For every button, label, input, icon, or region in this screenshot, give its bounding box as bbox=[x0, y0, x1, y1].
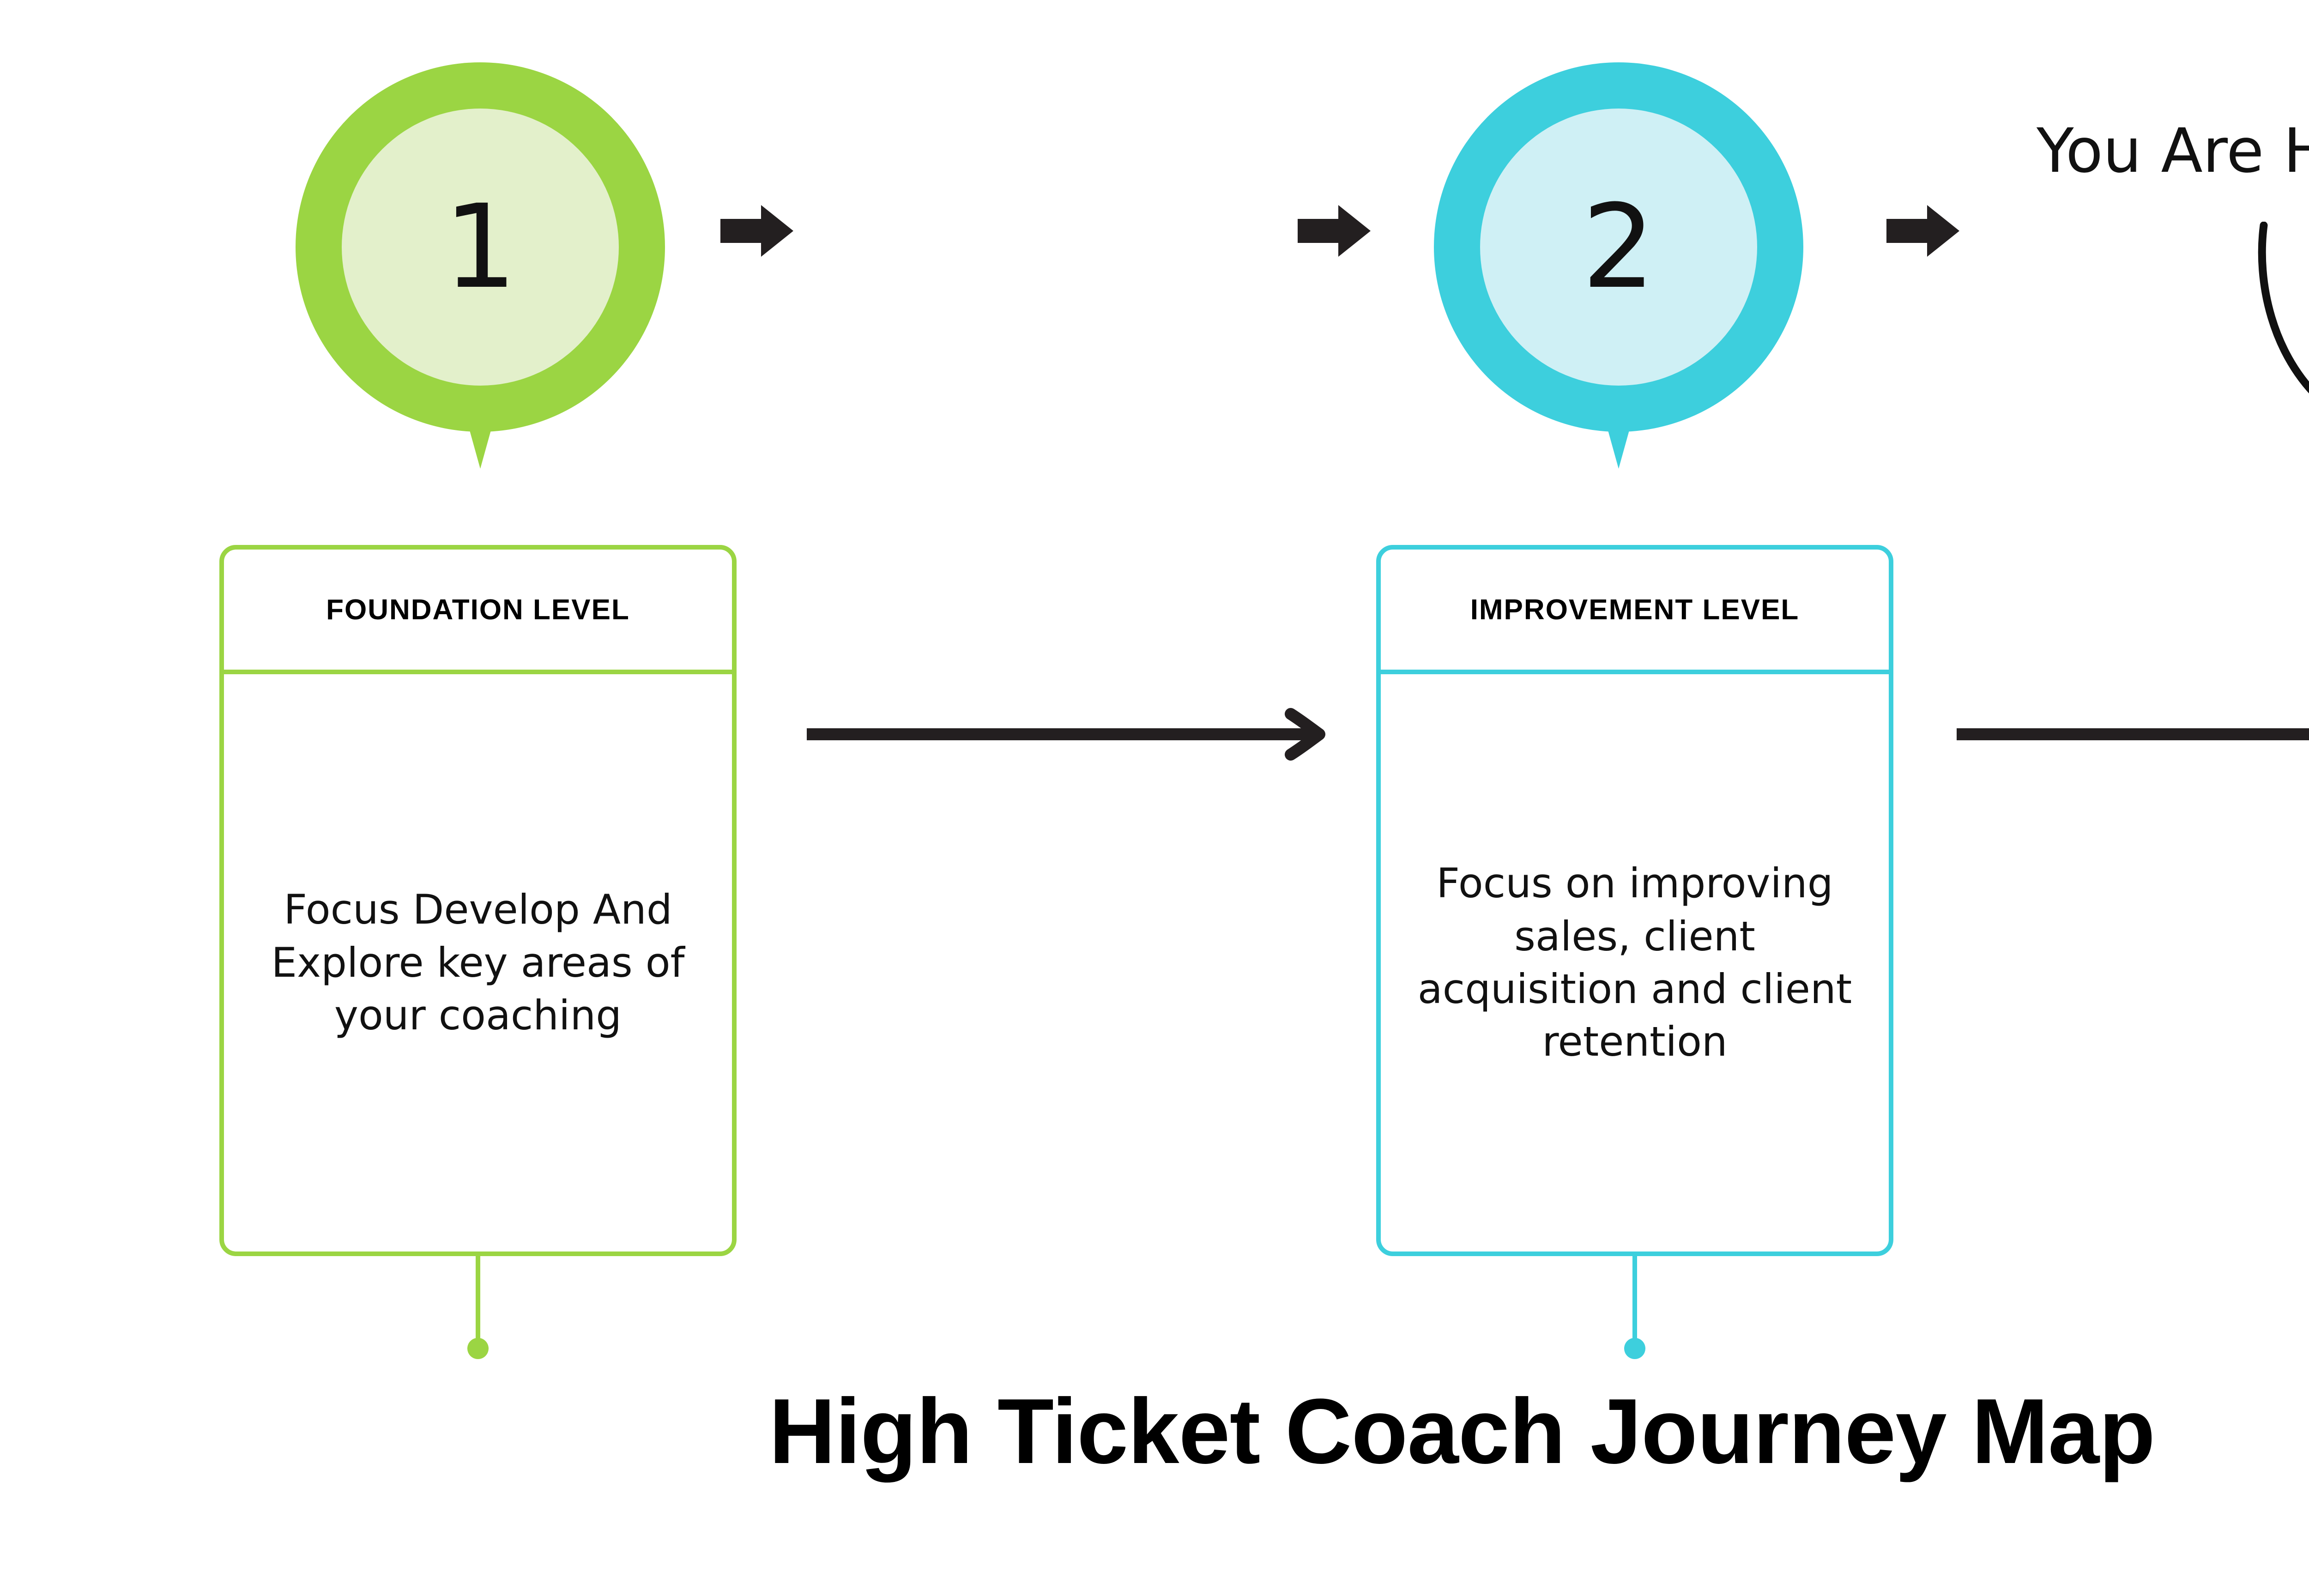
level-card-body-2: Focus on improving sales, client acquisi… bbox=[1381, 674, 1889, 1251]
card-stem-dot-2 bbox=[1624, 1338, 1645, 1359]
level-card-header-1: FOUNDATION LEVEL bbox=[224, 550, 732, 674]
step-marker-inner-circle-2: 2 bbox=[1480, 109, 1757, 386]
step-marker-1[interactable]: 1 bbox=[296, 62, 665, 469]
step-marker-tail-1 bbox=[457, 386, 503, 469]
card-connector-arrow-2 bbox=[1956, 707, 2309, 762]
step-marker-inner-circle-1: 1 bbox=[342, 109, 619, 386]
pin-connector-arrow-2 bbox=[1298, 203, 1372, 259]
level-card-1[interactable]: FOUNDATION LEVEL Focus Develop And Explo… bbox=[219, 545, 737, 1256]
level-card-description-1: Focus Develop And Explore key areas of y… bbox=[271, 886, 685, 1040]
level-card-description-2: Focus on improving sales, client acquisi… bbox=[1417, 859, 1852, 1066]
step-marker-2[interactable]: 2 bbox=[1434, 62, 1803, 469]
level-card-header-2: IMPROVEMENT LEVEL bbox=[1381, 550, 1889, 674]
step-number-2: 2 bbox=[1582, 180, 1656, 314]
level-card-body-1: Focus Develop And Explore key areas of y… bbox=[224, 674, 732, 1251]
step-marker-tail-2 bbox=[1596, 386, 1642, 469]
you-are-here-arrow bbox=[2254, 221, 2309, 483]
card-stem-1 bbox=[476, 1256, 480, 1344]
level-card-title-2: IMPROVEMENT LEVEL bbox=[1470, 593, 1800, 626]
step-number-1: 1 bbox=[443, 180, 517, 314]
card-stem-2 bbox=[1632, 1256, 1637, 1344]
pin-connector-arrow-1 bbox=[720, 203, 794, 259]
right-block-arrow-icon bbox=[720, 205, 793, 257]
right-line-arrow-icon bbox=[1957, 728, 2309, 740]
right-block-arrow-icon bbox=[1298, 205, 1371, 257]
card-stem-dot-1 bbox=[467, 1338, 489, 1359]
level-card-2[interactable]: IMPROVEMENT LEVEL Focus on improving sal… bbox=[1376, 545, 1893, 1256]
right-line-arrow-icon bbox=[807, 708, 1325, 761]
level-card-title-1: FOUNDATION LEVEL bbox=[326, 593, 630, 626]
pin-connector-arrow-3 bbox=[1886, 203, 1960, 259]
curved-hand-drawn-arrow-icon bbox=[2258, 221, 2309, 393]
page-title: High Ticket Coach Journey Map bbox=[769, 1380, 2155, 1483]
right-block-arrow-icon bbox=[1886, 205, 1959, 257]
card-connector-arrow-1 bbox=[806, 707, 1328, 762]
you-are-here-label: You Are Here bbox=[2037, 115, 2309, 187]
